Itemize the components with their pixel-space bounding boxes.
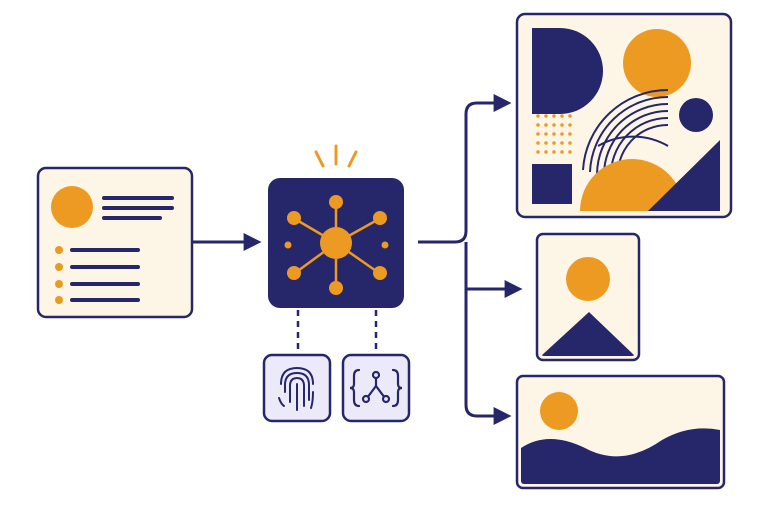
bullet-dot bbox=[55, 246, 63, 254]
tool-connectors bbox=[296, 310, 378, 354]
avatar-icon bbox=[51, 186, 93, 228]
abstract-shapes-artwork bbox=[532, 28, 720, 211]
output-landscape-image[interactable] bbox=[515, 374, 726, 490]
fingerprint-tool-button[interactable] bbox=[262, 353, 332, 423]
network-hub-icon bbox=[284, 195, 389, 295]
sun-waves-image-icon bbox=[521, 392, 720, 484]
fingerprint-icon bbox=[278, 366, 314, 411]
glow-rays bbox=[314, 144, 358, 168]
output-abstract-artwork[interactable] bbox=[515, 12, 733, 219]
bullet-dot bbox=[55, 263, 63, 271]
bullet-dot bbox=[55, 296, 63, 304]
code-graph-tool-button[interactable] bbox=[341, 353, 411, 423]
code-graph-icon bbox=[349, 368, 403, 408]
profile-text-lines bbox=[102, 196, 174, 220]
output-portrait-image[interactable] bbox=[535, 232, 641, 362]
bullet-dot bbox=[55, 280, 63, 288]
output-branch-arrows bbox=[418, 94, 523, 425]
bullet-list bbox=[55, 246, 140, 304]
sun-mountain-image-icon bbox=[541, 257, 635, 356]
dot-grid bbox=[536, 114, 572, 154]
ai-processor-node[interactable] bbox=[268, 144, 404, 308]
input-profile-card bbox=[36, 166, 194, 319]
